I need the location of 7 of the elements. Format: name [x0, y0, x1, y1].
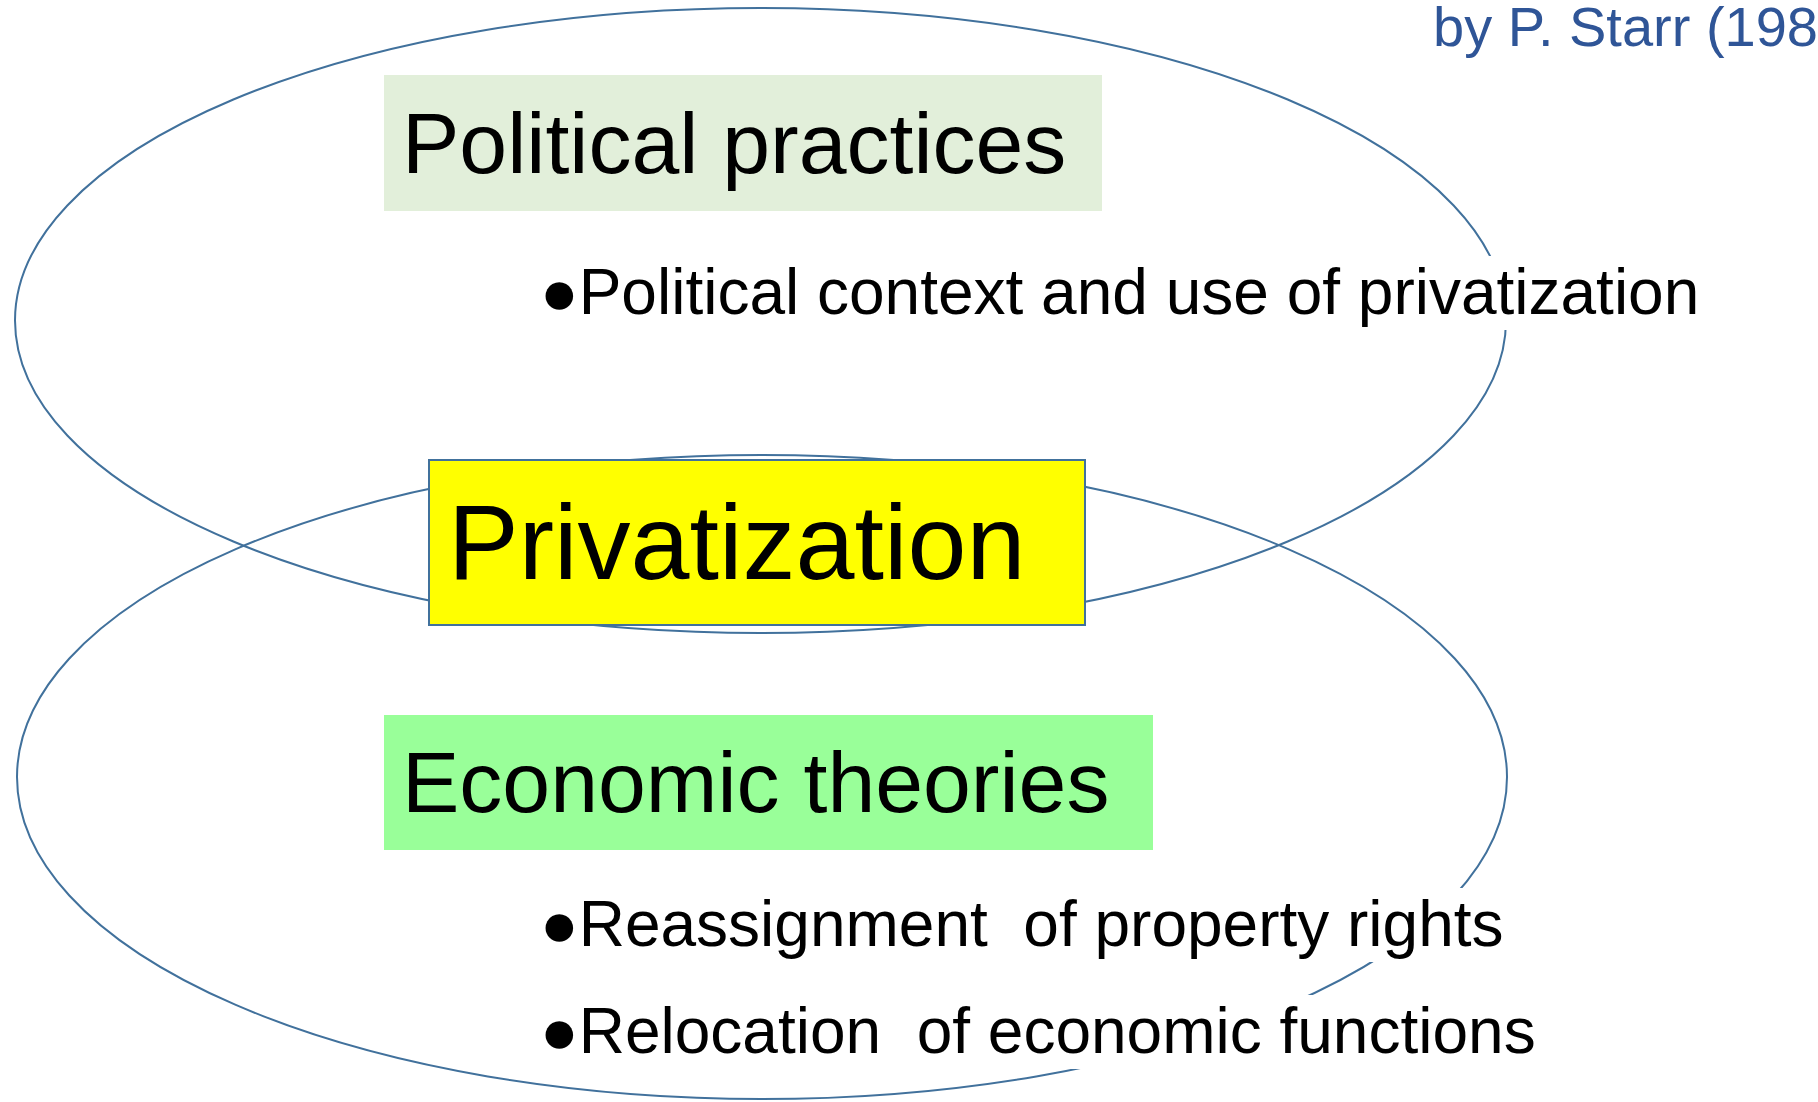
- heading-box: [384, 75, 1102, 211]
- heading-text: Political practices: [402, 93, 1067, 193]
- attribution-text: by P. Starr (198: [1433, 0, 1818, 59]
- heading-text: Economic theories: [402, 733, 1110, 832]
- heading-box: [384, 715, 1153, 850]
- highlight-box: [428, 459, 1086, 626]
- heading-text: Privatization: [448, 482, 1026, 603]
